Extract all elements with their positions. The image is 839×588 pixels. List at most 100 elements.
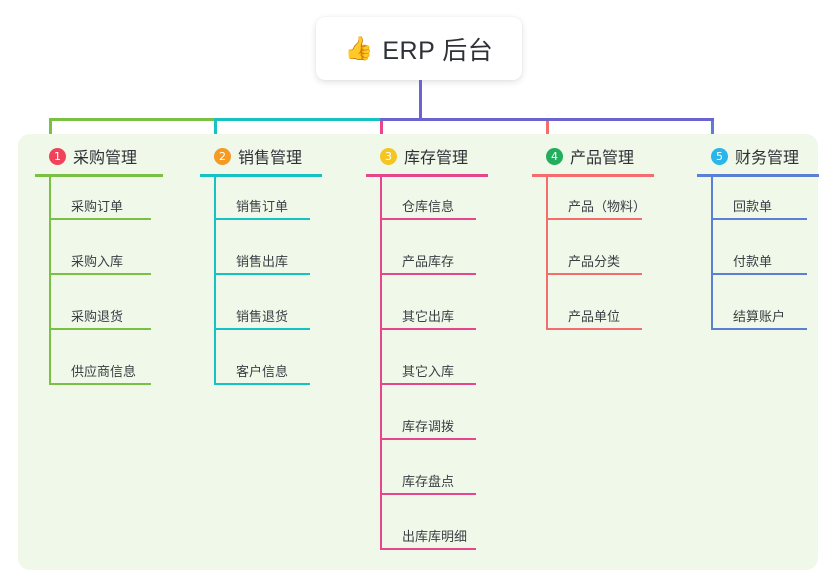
- branch-leaf-item[interactable]: 仓库信息: [380, 190, 476, 220]
- branch-leaf-rule: [546, 328, 642, 330]
- branch-leaf-label: 其它入库: [402, 364, 455, 379]
- connector-stem-2: [214, 121, 217, 145]
- branch-header-rule: [35, 174, 163, 177]
- branch-header-3[interactable]: 3 库存管理: [380, 144, 468, 168]
- connector-stem-5: [711, 121, 714, 145]
- branch-leaf-item[interactable]: 产品库存: [380, 245, 476, 275]
- branch-number-badge: 2: [214, 147, 231, 165]
- branch-header-rule: [200, 174, 322, 177]
- branch-title: 财务管理: [735, 150, 800, 167]
- branch-leaf-label: 出库库明细: [402, 529, 468, 544]
- branch-leaf-rule: [711, 328, 807, 330]
- branch-trunk-line: [546, 174, 548, 330]
- branch-header-1[interactable]: 1 采购管理: [49, 144, 137, 168]
- branch-leaf-item[interactable]: 产品单位: [546, 300, 642, 330]
- branch-leaf-item[interactable]: 库存调拨: [380, 410, 476, 440]
- branch-leaf-item[interactable]: 采购退货: [49, 300, 151, 330]
- branch-number-badge: 3: [380, 147, 397, 165]
- branch-leaf-label: 付款单: [733, 254, 773, 269]
- branch-leaf-item[interactable]: 供应商信息: [49, 355, 151, 385]
- branch-column-4: 4 产品管理产品（物料） 产品分类产品单位: [532, 134, 682, 570]
- branch-leaf-item[interactable]: 产品（物料）: [546, 190, 646, 220]
- branch-leaf-item[interactable]: 采购订单: [49, 190, 151, 220]
- branch-leaf-rule: [380, 438, 476, 440]
- branch-title: 销售管理: [238, 150, 303, 167]
- branch-title: 采购管理: [73, 150, 138, 167]
- branch-leaf-rule: [546, 273, 642, 275]
- branch-title: 产品管理: [570, 150, 635, 167]
- connector-bar-2: [214, 118, 380, 121]
- branch-number-badge: 4: [546, 147, 563, 165]
- branch-leaf-label: 仓库信息: [402, 199, 455, 214]
- branch-leaf-label: 库存调拨: [402, 419, 455, 434]
- branch-header-4[interactable]: 4 产品管理: [546, 144, 634, 168]
- branch-column-3: 3 库存管理仓库信息产品库存其它出库其它入库库存调拨库存盘点出库库明细: [366, 134, 516, 570]
- branch-number-badge: 5: [711, 147, 728, 165]
- branch-leaf-label: 销售退货: [236, 309, 289, 324]
- branch-leaf-label: 结算账户: [733, 309, 786, 324]
- branch-leaf-rule: [214, 328, 310, 330]
- branch-leaf-item[interactable]: 销售出库: [214, 245, 310, 275]
- branch-leaf-rule: [214, 218, 310, 220]
- branch-leaf-item[interactable]: 库存盘点: [380, 465, 476, 495]
- connector-stem-1: [49, 121, 52, 145]
- root-node-content: 👍 ERP 后台: [345, 31, 494, 67]
- branch-leaf-label: 销售出库: [236, 254, 289, 269]
- branch-leaf-rule: [546, 218, 642, 220]
- branch-leaf-label: 销售订单: [236, 199, 289, 214]
- branch-leaf-label: 回款单: [733, 199, 773, 214]
- branch-leaf-item[interactable]: 采购入库: [49, 245, 151, 275]
- branch-trunk-line: [49, 174, 51, 385]
- branch-leaf-item[interactable]: 销售退货: [214, 300, 310, 330]
- branch-leaf-rule: [49, 218, 151, 220]
- connector-stem-3: [380, 121, 383, 145]
- branch-header-rule: [366, 174, 488, 177]
- branch-leaf-rule: [380, 273, 476, 275]
- branch-leaf-item[interactable]: 回款单: [711, 190, 807, 220]
- branch-column-1: 1 采购管理采购订单采购入库采购退货供应商信息: [35, 134, 185, 570]
- branch-leaf-item[interactable]: 其它入库: [380, 355, 476, 385]
- branch-trunk-line: [711, 174, 713, 330]
- branch-leaf-item[interactable]: 销售订单: [214, 190, 310, 220]
- connector-bar-3: [380, 118, 546, 121]
- branch-header-rule: [532, 174, 654, 177]
- branch-header-2[interactable]: 2 销售管理: [214, 144, 302, 168]
- branch-leaf-item[interactable]: 结算账户: [711, 300, 807, 330]
- branch-leaf-item[interactable]: 其它出库: [380, 300, 476, 330]
- branch-leaf-rule: [49, 328, 151, 330]
- branch-leaf-rule: [380, 548, 476, 550]
- branch-header-5[interactable]: 5 财务管理: [711, 144, 799, 168]
- branch-leaf-rule: [711, 218, 807, 220]
- branch-leaf-rule: [49, 383, 151, 385]
- branch-leaf-item[interactable]: 出库库明细: [380, 520, 476, 550]
- branch-column-5: 5 财务管理回款单付款单结算账户: [697, 134, 837, 570]
- branch-title: 库存管理: [404, 150, 469, 167]
- branch-leaf-rule: [214, 383, 310, 385]
- branch-trunk-line: [214, 174, 216, 385]
- connector-stem-4: [546, 121, 549, 145]
- branch-column-2: 2 销售管理销售订单销售出库销售退货客户信息: [200, 134, 350, 570]
- branch-leaf-label: 供应商信息: [71, 364, 137, 379]
- root-node-card[interactable]: 👍 ERP 后台: [316, 17, 522, 80]
- branch-leaf-item[interactable]: 付款单: [711, 245, 807, 275]
- branch-leaf-label: 采购退货: [71, 309, 124, 324]
- branch-leaf-item[interactable]: 客户信息: [214, 355, 310, 385]
- branch-leaf-label: 采购入库: [71, 254, 124, 269]
- connector-root-stem: [419, 80, 422, 120]
- branch-leaf-rule: [49, 273, 151, 275]
- branches-panel: 1 采购管理采购订单采购入库采购退货供应商信息 2 销售管理销售订单销售出库销售退货客…: [18, 134, 819, 570]
- branch-leaf-label: 产品（物料）: [568, 199, 647, 214]
- branch-leaf-label: 产品单位: [568, 309, 621, 324]
- branch-leaf-rule: [380, 328, 476, 330]
- branch-leaf-rule: [214, 273, 310, 275]
- connector-bar-4: [546, 118, 714, 121]
- branch-leaf-item[interactable]: 产品分类: [546, 245, 642, 275]
- branch-number-badge: 1: [49, 147, 66, 165]
- branch-leaf-label: 库存盘点: [402, 474, 455, 489]
- page-title: ERP 后台: [382, 36, 494, 65]
- branch-leaf-rule: [380, 218, 476, 220]
- branch-leaf-label: 客户信息: [236, 364, 289, 379]
- connector-bar-1: [49, 118, 214, 121]
- thumbs-up-icon: 👍: [344, 35, 374, 61]
